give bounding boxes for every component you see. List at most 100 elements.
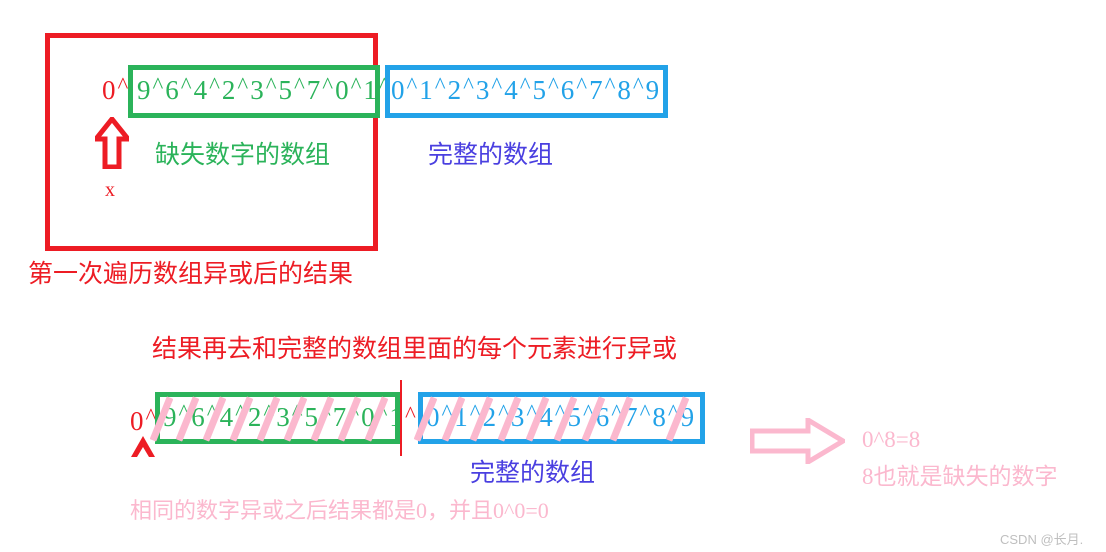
digit: 5 (567, 402, 581, 432)
bottom-pointer-caret-arrow (130, 435, 156, 464)
digit: 9 (680, 402, 695, 432)
digit: 2 (447, 75, 462, 105)
digit: 9 (137, 75, 151, 105)
digit: 1 (389, 402, 403, 432)
top-leading-digit: 0 (102, 75, 116, 105)
missing-array-digits: 9^ 6^ 4^ 2^ 3^ 5^ 7^ 0^ 1^ (136, 73, 391, 105)
digit: 3 (510, 402, 525, 432)
missing-array-digits-second-pass: 9^ 6^ 4^ 2^ 3^ 5^ 7^ 0^ 1 (162, 400, 404, 432)
xor-caret: ^ (576, 73, 588, 98)
xor-caret: ^ (434, 73, 446, 98)
result-line-1: 0^8=8 (862, 427, 921, 452)
xor-caret: ^ (582, 400, 594, 425)
digit: 4 (504, 75, 518, 105)
xor-caret: ^ (209, 73, 220, 98)
section-divider-line (400, 380, 402, 456)
missing-array-label: 缺失数字的数组 (155, 142, 331, 169)
join-xor-caret: ^ (405, 402, 416, 427)
digit: 0 (335, 75, 349, 105)
digit: 6 (165, 75, 179, 105)
digit: 7 (624, 402, 638, 432)
xor-caret: ^ (263, 400, 275, 425)
digit: 9 (163, 402, 177, 432)
xor-caret: ^ (611, 400, 623, 425)
digit: 0 (426, 402, 440, 432)
first-pass-result-caption: 第一次遍历数组异或后的结果 (28, 261, 354, 288)
digit: 6 (560, 75, 575, 105)
xor-caret: ^ (469, 400, 481, 425)
right-arrow-icon (749, 415, 848, 467)
xor-caret: ^ (498, 400, 509, 425)
xor-caret: ^ (178, 400, 190, 425)
full-array-digits: 0^ 1^ 2^ 3^ 4^ 5^ 6^ 7^ 8^ 9 (390, 73, 660, 105)
digit: 5 (304, 402, 318, 432)
digit: 0 (361, 402, 375, 432)
full-array-label-second-pass: 完整的数组 (470, 460, 596, 487)
digit: 3 (475, 75, 490, 105)
xor-caret: ^ (639, 400, 651, 425)
xor-caret: ^ (554, 400, 566, 425)
digit: 2 (247, 402, 262, 432)
digit: 8 (617, 75, 631, 105)
xor-caret: ^ (604, 73, 616, 98)
digit: 1 (419, 75, 433, 105)
xor-caret: ^ (322, 73, 334, 98)
full-array-label: 完整的数组 (428, 142, 554, 169)
digit: 5 (278, 75, 292, 105)
xor-caret: ^ (491, 73, 503, 98)
xor-caret: ^ (291, 400, 303, 425)
digit: 5 (532, 75, 546, 105)
digit: 3 (250, 75, 264, 105)
top-leading-xor-value: 0^ (101, 73, 129, 105)
digit: 4 (193, 75, 208, 105)
second-pass-headline: 结果再去和完整的数组里面的每个元素进行异或 (152, 336, 678, 363)
xor-caret: ^ (235, 400, 246, 425)
digit: 4 (219, 402, 234, 432)
xor-caret: ^ (463, 73, 474, 98)
full-array-digits-second-pass: 0^ 1^ 2^ 3^ 4^ 5^ 6^ 7^ 8^ 9 (425, 400, 695, 432)
digit: 9 (645, 75, 660, 105)
xor-caret: ^ (180, 73, 192, 98)
full-array-box (385, 65, 668, 118)
xor-caret: ^ (152, 73, 164, 98)
csdn-watermark: CSDN @长月. (1000, 532, 1084, 547)
xor-caret: ^ (350, 73, 362, 98)
top-leading-caret: ^ (117, 73, 129, 98)
xor-caret: ^ (237, 73, 249, 98)
digit: 8 (652, 402, 666, 432)
digit: 2 (221, 75, 236, 105)
digit: 7 (589, 75, 603, 105)
xor-caret: ^ (406, 73, 418, 98)
xor-caret: ^ (632, 73, 644, 98)
xor-caret: ^ (441, 400, 453, 425)
xor-caret: ^ (378, 74, 391, 97)
up-arrow-icon (90, 114, 134, 170)
result-arrow (749, 415, 848, 469)
bottom-leading-digit: 0 (130, 406, 144, 436)
x-pointer-up-arrow (90, 114, 134, 174)
xor-caret: ^ (667, 400, 679, 425)
digit: 1 (454, 402, 468, 432)
result-line-2: 8也就是缺失的数字 (862, 464, 1058, 489)
digit: 7 (306, 75, 321, 105)
digit: 0 (391, 75, 405, 105)
digit: 6 (191, 402, 205, 432)
digit: 4 (539, 402, 553, 432)
xor-identity-footnote: 相同的数字异或之后结果都是0，并且0^0=0 (130, 498, 549, 523)
xor-caret: ^ (348, 400, 360, 425)
digit: 2 (482, 402, 497, 432)
xor-caret: ^ (547, 73, 559, 98)
join-xor-caret-wrap: ^ (404, 403, 417, 431)
xor-caret: ^ (376, 400, 388, 425)
xor-caret: ^ (526, 400, 538, 425)
missing-array-box (128, 65, 380, 118)
caret-up-icon (131, 436, 155, 457)
xor-caret: ^ (519, 73, 531, 98)
xor-caret: ^ (319, 400, 331, 425)
bottom-leading-xor-value: 0^ (129, 405, 157, 436)
x-pointer-label: x (105, 179, 115, 201)
digit: 3 (276, 402, 290, 432)
digit: 6 (595, 402, 610, 432)
xor-caret: ^ (293, 73, 305, 98)
